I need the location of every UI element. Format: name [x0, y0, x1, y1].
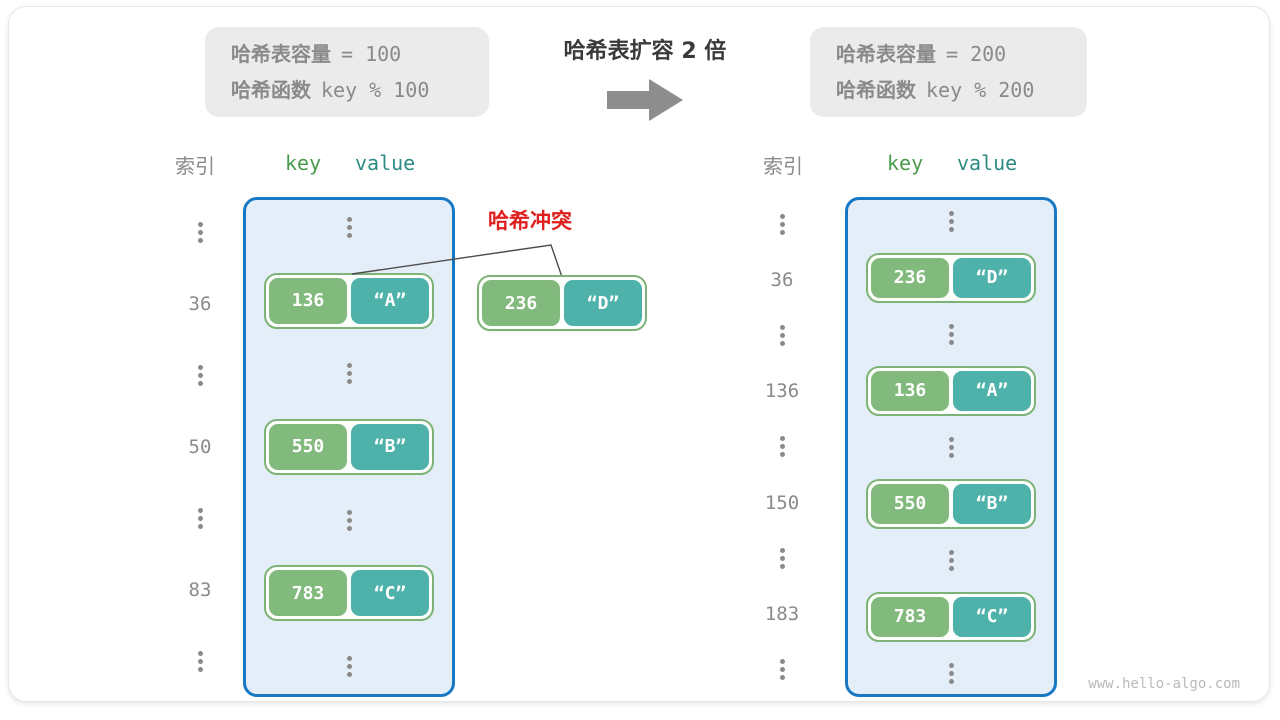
vertical-ellipsis-icon [948, 436, 954, 458]
pair-key: 550 [269, 423, 347, 470]
pair-value: “D” [953, 257, 1031, 298]
capacity-value: = 200 [946, 42, 1007, 66]
hash-table-after: 236 “D” 136 “A” 550 “B” 783 “C” [845, 197, 1057, 697]
hash-fn-value: key % 100 [321, 78, 430, 102]
collision-label: 哈希冲突 [488, 209, 572, 233]
right-arrow-icon [607, 78, 683, 122]
capacity-label: 哈希表容量 [231, 42, 331, 66]
index-label: 36 [770, 269, 794, 292]
capacity-label: 哈希表容量 [836, 42, 936, 66]
vertical-ellipsis-icon [197, 222, 203, 243]
right-value-header: value [957, 151, 1018, 175]
pair-key: 783 [871, 596, 949, 637]
pair-783-C: 783 “C” [866, 591, 1036, 642]
pair-value: “B” [953, 483, 1031, 524]
expand-title: 哈希表扩容 2 倍 [563, 39, 727, 64]
capacity-value: = 100 [341, 42, 402, 66]
pair-key: 783 [269, 570, 347, 617]
hash-fn-label: 哈希函数 [836, 78, 916, 102]
vertical-ellipsis-icon [346, 655, 352, 677]
pair-key: 236 [871, 257, 949, 298]
vertical-ellipsis-icon [346, 363, 352, 385]
index-label: 183 [764, 602, 800, 625]
index-label: 150 [764, 491, 800, 514]
vertical-ellipsis-icon [197, 508, 203, 529]
vertical-ellipsis-icon [948, 662, 954, 684]
pair-136-A: 136 “A” [866, 365, 1036, 416]
hash-fn-value: key % 200 [926, 78, 1035, 102]
hash-fn-line: 哈希函数 key % 200 [836, 72, 1061, 108]
vertical-ellipsis-icon [779, 547, 785, 569]
vertical-ellipsis-icon [197, 365, 203, 386]
hash-config-before-box: 哈希表容量 = 100 哈希函数 key % 100 [205, 27, 489, 117]
pair-key: 550 [871, 483, 949, 524]
index-label: 136 [764, 380, 800, 403]
right-index-header: 索引 [763, 154, 803, 178]
pair-236-D: 236 “D” [866, 252, 1036, 303]
pair-key: 136 [871, 370, 949, 411]
capacity-line: 哈希表容量 = 200 [836, 36, 1061, 72]
vertical-ellipsis-icon [779, 658, 785, 680]
pair-550-B: 550 “B” [264, 418, 434, 475]
pair-value: “A” [351, 277, 429, 324]
vertical-ellipsis-icon [948, 549, 954, 571]
vertical-ellipsis-icon [779, 325, 785, 347]
vertical-ellipsis-icon [346, 217, 352, 239]
pair-550-B: 550 “B” [866, 478, 1036, 529]
vertical-ellipsis-icon [779, 214, 785, 236]
left-value-header: value [355, 151, 416, 175]
pair-783-C: 783 “C” [264, 565, 434, 622]
pair-value: “B” [351, 423, 429, 470]
hash-fn-line: 哈希函数 key % 100 [231, 72, 463, 108]
hash-table-before: 136 “A” 550 “B” 783 “C” [243, 197, 455, 697]
pair-value: “C” [351, 570, 429, 617]
pair-value: “C” [953, 596, 1031, 637]
index-label: 50 [188, 436, 212, 458]
diagram-card [8, 6, 1270, 702]
pair-136-A: 136 “A” [264, 272, 434, 329]
hash-config-after-box: 哈希表容量 = 200 哈希函数 key % 200 [810, 27, 1087, 117]
index-label: 83 [188, 579, 212, 601]
pair-key: 236 [482, 280, 560, 326]
left-key-header: key [285, 151, 322, 175]
pair-key: 136 [269, 277, 347, 324]
left-index-header: 索引 [175, 154, 215, 178]
pair-value: “D” [564, 280, 642, 326]
hash-fn-label: 哈希函数 [231, 78, 311, 102]
pair-236-D-collision: 236 “D” [477, 275, 647, 331]
left-index-column: 36 50 83 [170, 197, 230, 697]
right-index-column: 36 136 150 183 [752, 197, 812, 697]
vertical-ellipsis-icon [346, 509, 352, 531]
right-key-header: key [887, 151, 924, 175]
capacity-line: 哈希表容量 = 100 [231, 36, 463, 72]
vertical-ellipsis-icon [197, 651, 203, 672]
vertical-ellipsis-icon [948, 210, 954, 232]
index-label: 36 [188, 293, 212, 315]
watermark: www.hello-algo.com [1088, 676, 1240, 692]
vertical-ellipsis-icon [948, 323, 954, 345]
vertical-ellipsis-icon [779, 436, 785, 458]
pair-value: “A” [953, 370, 1031, 411]
